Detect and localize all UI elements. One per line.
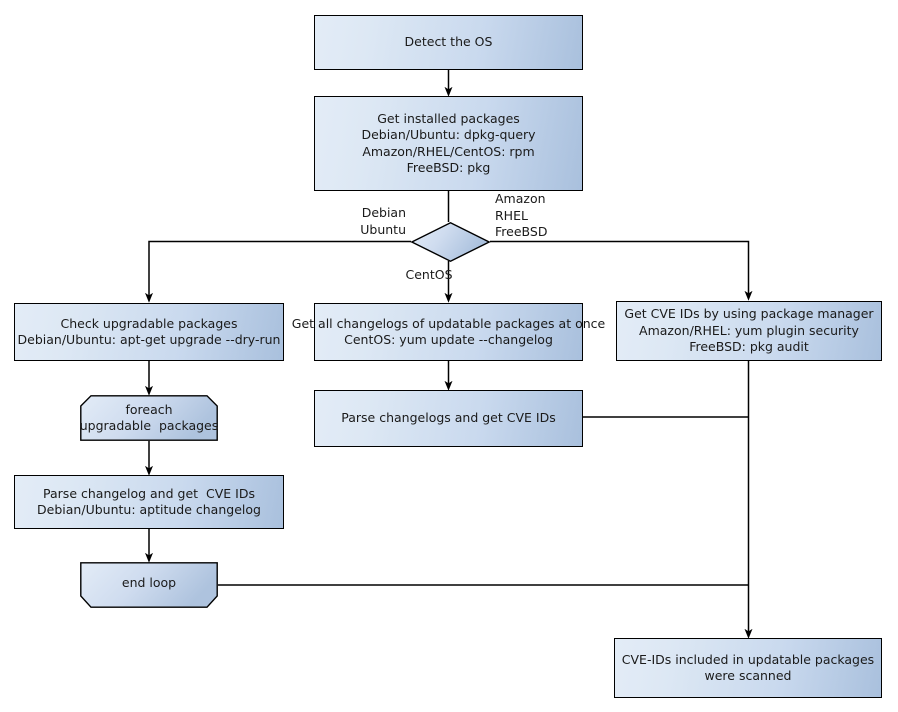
edge-label-debian-ubuntu: Debian Ubuntu (360, 205, 406, 237)
loop-start-shape-icon (80, 395, 218, 441)
loop-end-shape-icon (80, 562, 218, 608)
node-get-all-changelogs-label: Get all changelogs of updatable packages… (291, 315, 606, 348)
node-os-decision[interactable] (410, 222, 491, 262)
node-get-cve-package-manager[interactable]: Get CVE IDs by using package manager Ama… (616, 301, 882, 361)
node-scanned-result[interactable]: CVE-IDs included in updatable packages w… (614, 638, 882, 698)
edge-decision-to-get-cve (490, 240, 753, 301)
node-check-upgradable-packages-label: Check upgradable packages Debian/Ubuntu:… (17, 315, 281, 348)
diamond-icon (410, 222, 491, 262)
node-end-loop[interactable]: end loop (80, 562, 218, 608)
node-get-installed-packages-label: Get installed packages Debian/Ubuntu: dp… (361, 110, 536, 176)
node-parse-changelog-debian[interactable]: Parse changelog and get CVE IDs Debian/U… (14, 475, 284, 529)
node-foreach-loop[interactable]: foreach upgradable packages (80, 395, 218, 441)
node-check-upgradable-packages[interactable]: Check upgradable packages Debian/Ubuntu:… (14, 303, 284, 361)
node-parse-changelogs-centos[interactable]: Parse changelogs and get CVE IDs (314, 390, 583, 447)
node-detect-os-label: Detect the OS (404, 34, 493, 50)
node-parse-changelog-debian-label: Parse changelog and get CVE IDs Debian/U… (37, 485, 261, 518)
node-end-loop-label: end loop (121, 575, 177, 590)
node-os-decision-label (411, 222, 490, 262)
node-scanned-result-label: CVE-IDs included in updatable packages w… (621, 651, 875, 684)
edge-label-amazon-rhel-freebsd: Amazon RHEL FreeBSD (495, 191, 548, 239)
node-get-cve-package-manager-label: Get CVE IDs by using package manager Ama… (624, 306, 874, 355)
edge-decision-to-check-upgradable (145, 240, 411, 303)
node-get-all-changelogs[interactable]: Get all changelogs of updatable packages… (292, 303, 605, 361)
node-get-installed-packages[interactable]: Get installed packages Debian/Ubuntu: dp… (314, 96, 583, 191)
node-detect-os[interactable]: Detect the OS (314, 15, 583, 70)
node-parse-changelogs-centos-label: Parse changelogs and get CVE IDs (341, 410, 556, 426)
edge-label-centos: CentOS (405, 267, 453, 282)
node-foreach-loop-label: foreach upgradable packages (79, 401, 219, 434)
